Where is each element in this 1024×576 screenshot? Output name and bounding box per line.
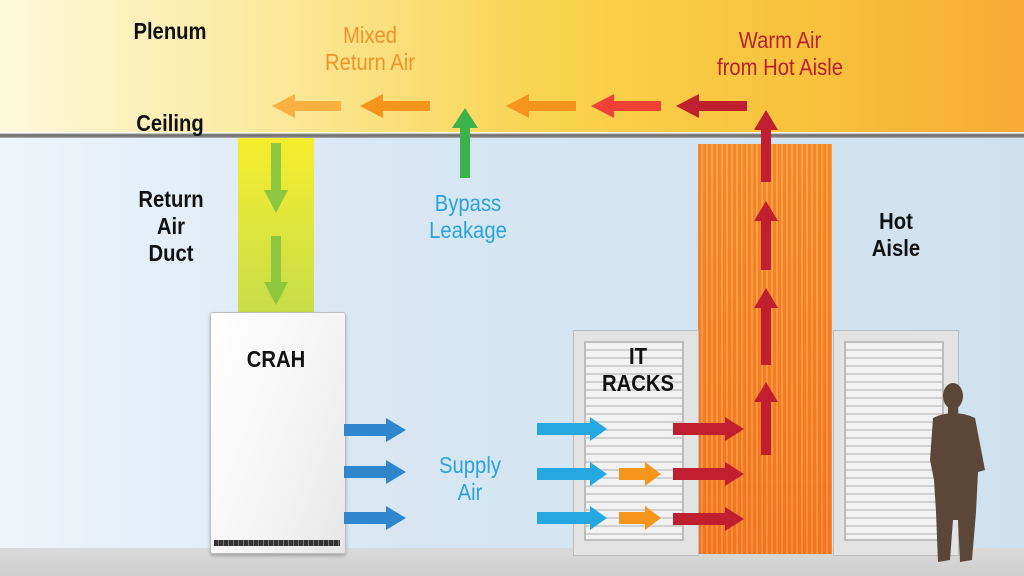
crah-vent (214, 540, 340, 546)
ceiling-label: Ceiling (136, 110, 204, 136)
bypass-leakage-label: Bypass Leakage (429, 190, 507, 243)
warm-air-label: Warm Air from Hot Aisle (717, 27, 843, 80)
supply-arrows (344, 418, 406, 530)
arrow-right-icon (619, 506, 661, 530)
arrow-right-icon (619, 462, 661, 486)
return-arrows (272, 94, 747, 118)
rack-servers (584, 341, 684, 541)
rack-intake-arrows (537, 417, 661, 530)
arrow-down-icon (264, 143, 288, 213)
mixed-return-air-label: Mixed Return Air (324, 22, 415, 75)
it-racks-label: IT RACKS (602, 343, 674, 396)
arrow-right-icon (673, 462, 744, 486)
arrow-up-icon (754, 382, 778, 455)
hot-aisle-up-arrows (754, 110, 778, 455)
arrow-up-icon (754, 288, 778, 365)
crah-label: CRAH (246, 346, 306, 372)
arrow-down-icon (264, 236, 288, 305)
arrow-left-icon (360, 94, 430, 118)
arrow-left-icon (506, 94, 576, 118)
supply-air-label: Supply Air (439, 452, 501, 505)
arrow-up-icon (754, 110, 778, 182)
bypass-arrow-up-icon (452, 108, 478, 178)
arrow-right-icon (537, 506, 607, 530)
arrow-right-icon (537, 462, 607, 486)
rack-servers (844, 341, 944, 541)
arrow-right-icon (344, 418, 406, 442)
duct-arrows (264, 143, 288, 305)
hot-aisle-label: Hot Aisle (871, 208, 921, 261)
arrow-right-icon (537, 417, 607, 441)
arrow-right-icon (344, 460, 406, 484)
arrow-left-icon (591, 94, 661, 118)
arrow-left-icon (676, 94, 747, 118)
arrow-left-icon (272, 94, 341, 118)
arrow-right-icon (673, 417, 744, 441)
arrow-up-icon (754, 201, 778, 270)
rack-exhaust-arrows (673, 417, 744, 531)
plenum-area (0, 0, 1024, 132)
plenum-label: Plenum (133, 18, 207, 44)
return-air-duct-label: Return Air Duct (138, 186, 204, 266)
person-silhouette-icon (930, 383, 985, 562)
arrow-right-icon (344, 506, 406, 530)
arrow-right-icon (673, 507, 744, 531)
ceiling-divider (0, 132, 1024, 138)
